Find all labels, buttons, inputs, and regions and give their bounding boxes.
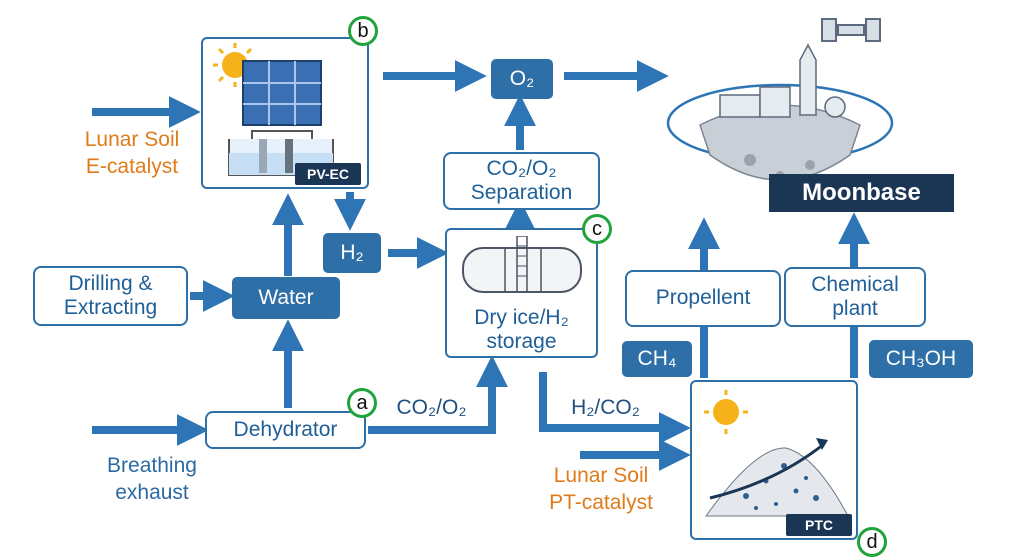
marker-b: b (348, 16, 378, 46)
storage-node: Dry ice/H₂ storage (445, 228, 598, 358)
arrow-storage-to-ptc (539, 372, 691, 444)
chemical-plant-node: Chemical plant (784, 267, 926, 327)
sun-icon (704, 390, 748, 434)
co2-o2-separation-node: CO₂/O₂ Separation (443, 152, 600, 210)
breathing-exhaust-label: Breathing exhaust (107, 454, 197, 505)
arrow-co2o2-to-storage (368, 355, 508, 434)
dehydrator-node: Dehydrator (205, 411, 366, 449)
pv-ec-unit: PV-EC (201, 37, 369, 189)
lunar-soil-pt-catalyst-label: Lunar Soil PT-catalyst (549, 464, 653, 515)
satellite-icon (821, 18, 881, 42)
co2-o2-flow-label: CO₂/O₂ (396, 396, 467, 419)
ptc-tag: PTC (786, 514, 852, 536)
ptc-unit: PTC (690, 380, 858, 540)
storage-tank-icon (462, 236, 582, 293)
water-node: Water (232, 277, 340, 319)
solar-panel-icon (213, 43, 334, 176)
moon-base-icon (666, 18, 894, 181)
marker-c: c (582, 214, 612, 244)
moonbase-label: Moonbase (769, 174, 954, 212)
h2-co2-flow-label: H₂/CO₂ (571, 396, 640, 419)
marker-a: a (347, 388, 377, 418)
propellent-node: Propellent (625, 270, 781, 327)
storage-label: Dry ice/H₂ storage (474, 305, 569, 353)
ch3oh-node: CH₃OH (869, 340, 973, 378)
marker-d: d (857, 527, 887, 557)
lunar-soil-e-catalyst-label: Lunar Soil E-catalyst (84, 128, 180, 179)
soil-pile-icon (704, 390, 849, 517)
ch4-node: CH₄ (622, 341, 692, 377)
h2-node: H₂ (323, 233, 381, 273)
pv-ec-tag: PV-EC (295, 163, 361, 185)
o2-node: O₂ (491, 59, 553, 99)
drilling-node: Drilling & Extracting (33, 266, 188, 326)
